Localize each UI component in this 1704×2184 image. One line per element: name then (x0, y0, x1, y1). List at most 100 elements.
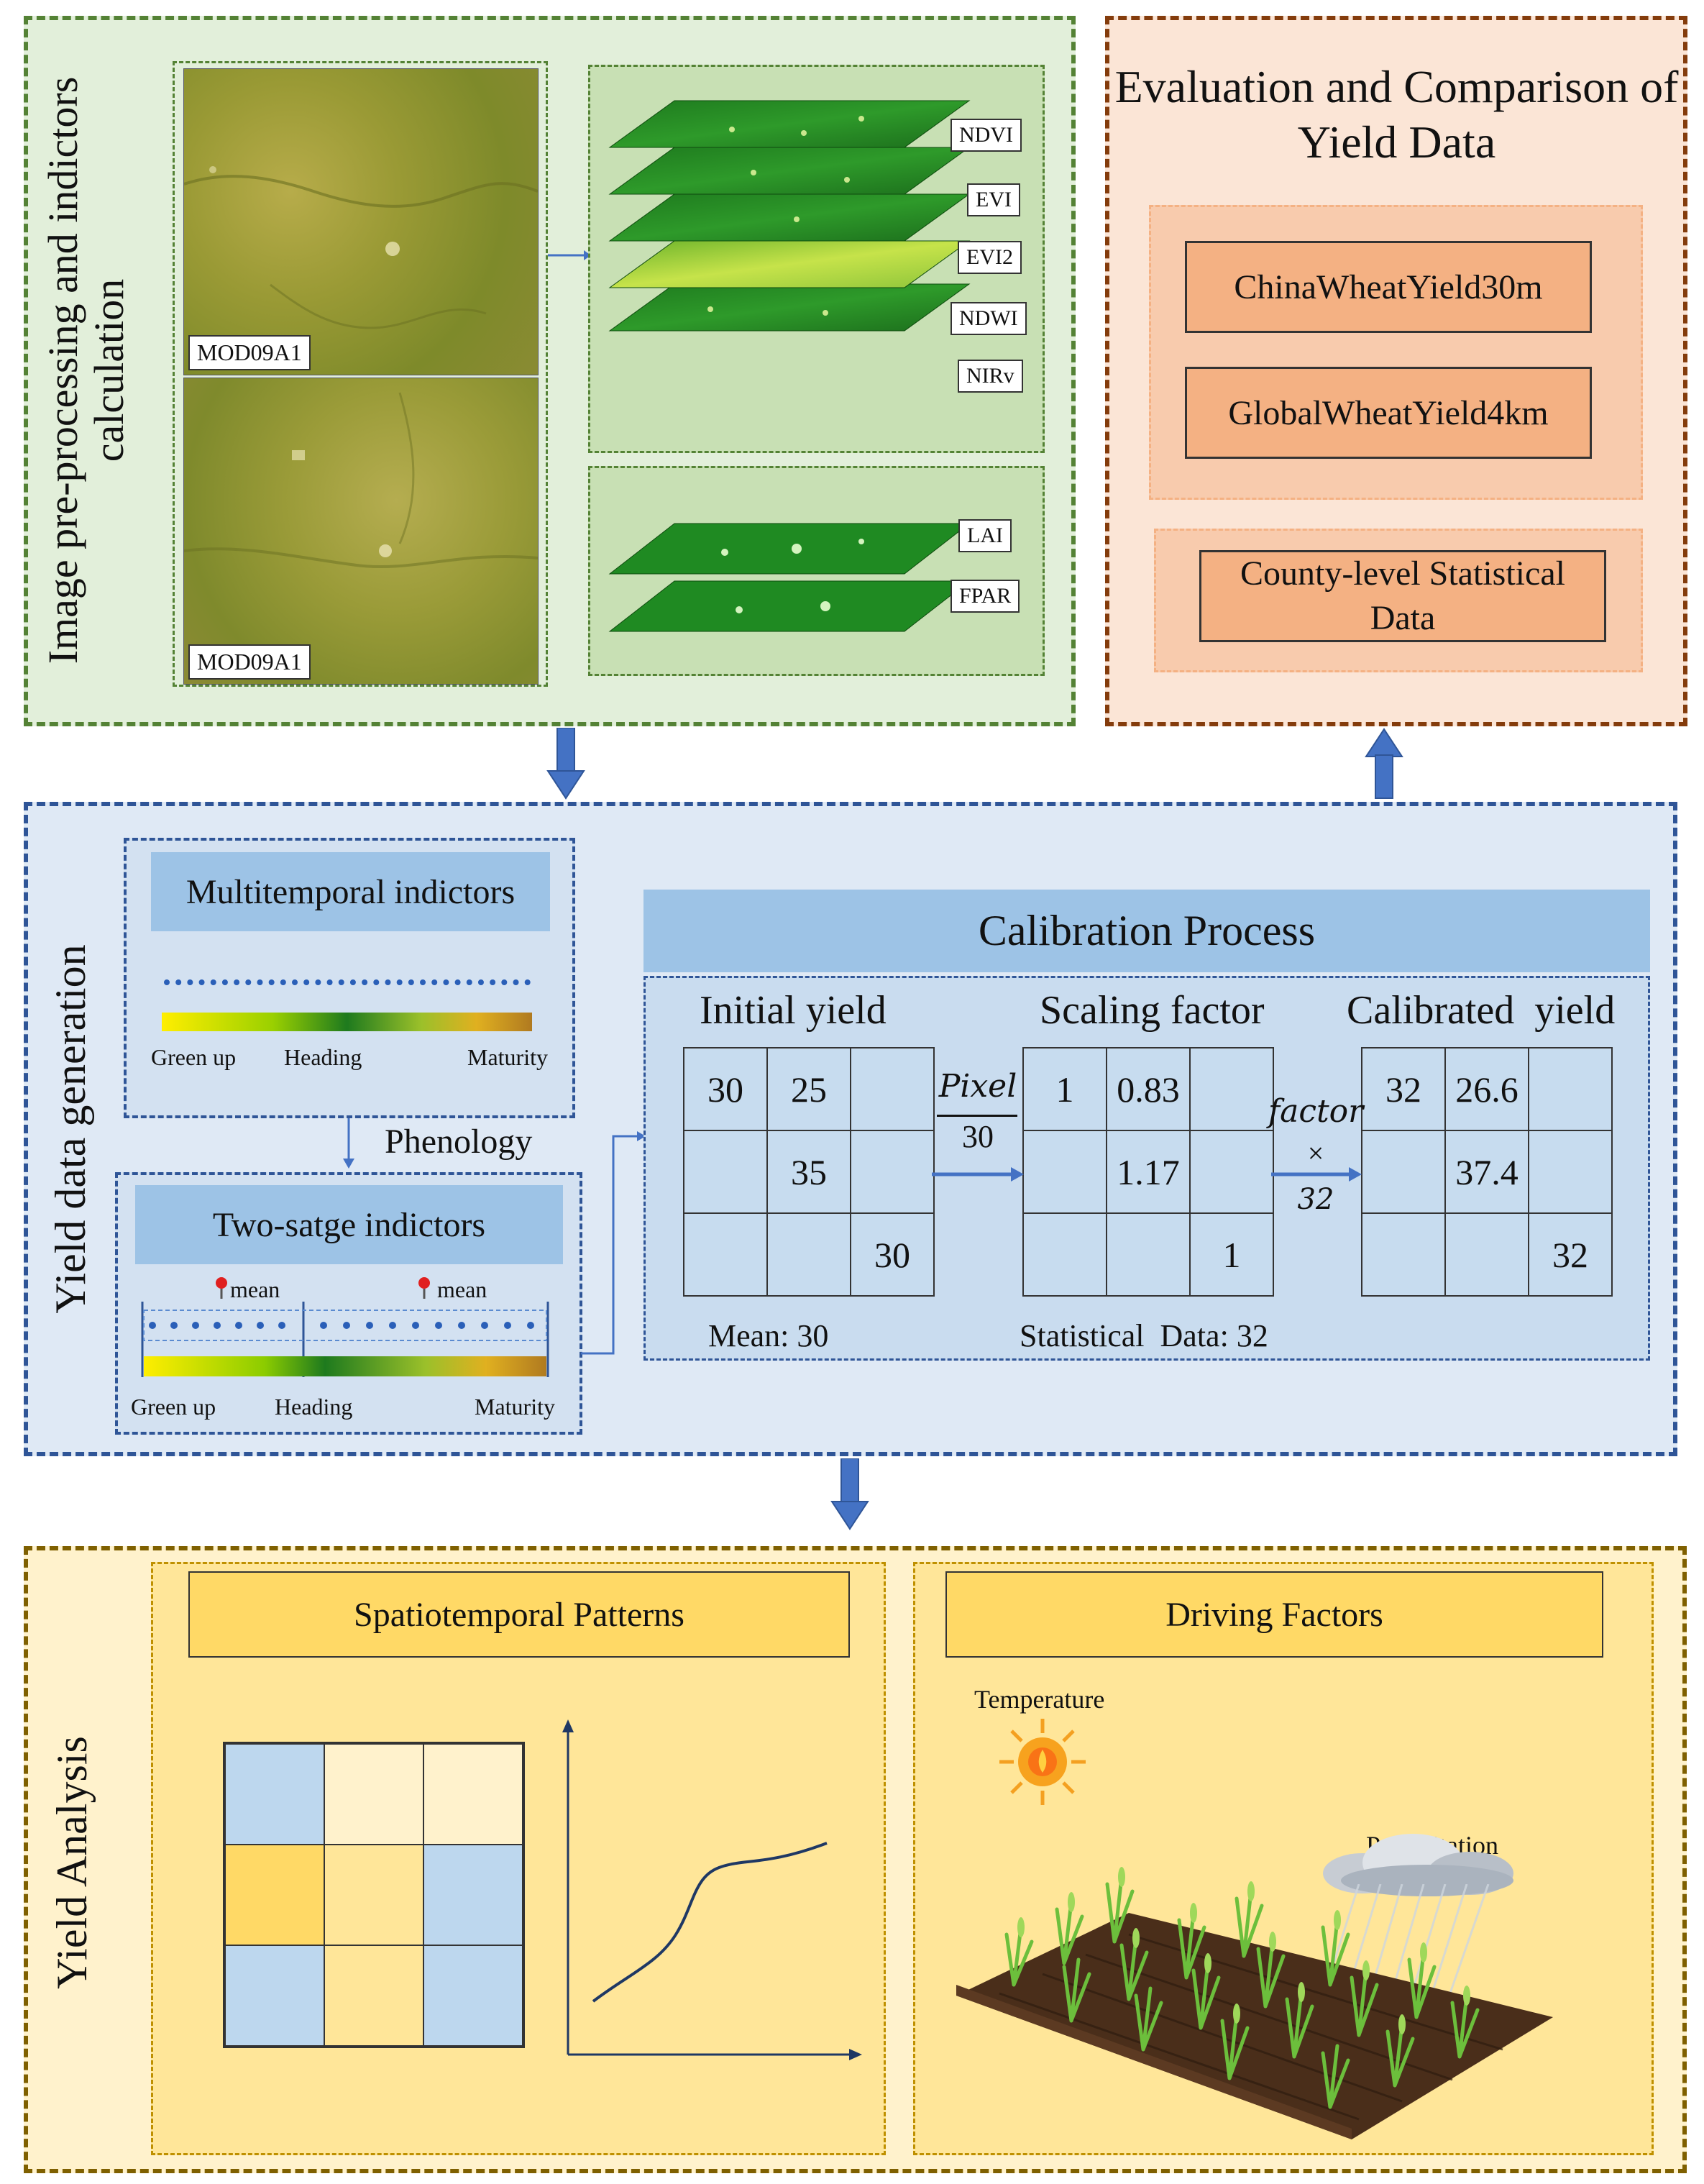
grid-cell: 30 (850, 1212, 935, 1297)
satellite-image-frame (173, 61, 548, 687)
grid-cell: 26.6 (1444, 1047, 1529, 1131)
fraction-denominator: 30 (962, 1119, 994, 1154)
grid-cell (1189, 1047, 1274, 1131)
image-to-layers-arrow (548, 250, 591, 260)
heatmap-cell (423, 1945, 523, 2046)
satellite-label-1: MOD09A1 (188, 335, 311, 370)
heatmap-cell (423, 1845, 523, 1945)
spatiotemporal-title: Spatiotemporal Patterns (188, 1571, 850, 1658)
layer-label-fpar: FPAR (951, 580, 1020, 613)
county-statistical-data: County-level Statistical Data (1199, 550, 1606, 642)
grid-cell: 25 (766, 1047, 851, 1131)
arrow-yield-to-analysis (830, 1458, 869, 1530)
satellite-image-2: MOD09A1 (183, 378, 539, 685)
layer-label-lai: LAI (958, 519, 1012, 552)
multitemporal-stage-heading: Heading (284, 1044, 362, 1070)
grid-cell (850, 1047, 935, 1131)
grid-cell (1528, 1130, 1613, 1214)
grid-cell: 32 (1361, 1047, 1446, 1131)
arrow-yield-to-eval (1365, 728, 1403, 799)
grid-cell (1444, 1212, 1529, 1297)
grid-cell: 1.17 (1106, 1130, 1191, 1214)
mean-label-1: mean (230, 1276, 280, 1302)
heatmap-cell (225, 1845, 324, 1945)
mean-label-2: mean (437, 1276, 487, 1302)
calibrated-yield-grid: 32 26.6 37.4 32 (1361, 1047, 1613, 1297)
grid-cell (1022, 1212, 1107, 1297)
two-stage-diagram (141, 1277, 549, 1377)
yield-analysis-title: Yield Analysis (48, 1736, 96, 1989)
product-layers-stack (608, 523, 971, 632)
yield-generation-title: Yield data generation (47, 944, 94, 1314)
layer-label-ndvi: NDVI (951, 119, 1022, 152)
index-layers-stack (608, 100, 971, 332)
mean-label: Mean: 30 (708, 1318, 829, 1353)
layer-lai (608, 523, 971, 575)
layer-label-nirv: NIRv (958, 360, 1023, 393)
layer-nirv (608, 283, 971, 332)
heatmap-cell (324, 1845, 423, 1945)
initial-to-scaling-arrow (932, 1167, 1024, 1182)
heatmap-cell (225, 1945, 324, 2046)
layer-evi2 (608, 193, 971, 242)
grid-cell (1361, 1212, 1446, 1297)
heatmap-cell (225, 1744, 324, 1845)
arrow-image-to-yield (546, 728, 585, 800)
multitemporal-gradient (162, 1013, 532, 1031)
initial-yield-grid: 30 25 35 30 (683, 1047, 935, 1297)
times-symbol: × (1307, 1137, 1324, 1169)
multitemporal-stage-maturity: Maturity (467, 1044, 548, 1070)
two-stage-to-calibration-connector (581, 1131, 646, 1355)
multitemporal-title: Multitemporal indictors (151, 852, 550, 931)
grid-cell (850, 1130, 935, 1214)
dataset-global-wheat: GlobalWheatYield4km (1185, 367, 1592, 459)
grid-cell (683, 1212, 768, 1297)
dataset-china-wheat: ChinaWheatYield30m (1185, 241, 1592, 333)
multitemporal-stage-greenup: Green up (151, 1044, 237, 1070)
image-preprocessing-title: Image pre-processing and indictors calcu… (40, 76, 132, 664)
calibrated-yield-title: Calibrated yield (1347, 988, 1616, 1033)
two-stage-stage-heading: Heading (275, 1394, 353, 1420)
scaling-factor-grid: 1 0.83 1.17 1 (1022, 1047, 1274, 1297)
pattern-heatmap (223, 1742, 525, 2048)
grid-cell (683, 1130, 768, 1214)
grid-cell (1022, 1130, 1107, 1214)
scaling-factor-title: Scaling factor (1040, 988, 1265, 1033)
grid-cell: 0.83 (1106, 1047, 1191, 1131)
layer-label-evi: EVI (967, 183, 1020, 216)
calibration-title: Calibration Process (643, 890, 1650, 972)
two-stage-title: Two-satge indictors (135, 1185, 563, 1264)
soil-plot (956, 1913, 1553, 2139)
cloud-icon (1323, 1834, 1513, 1896)
layer-label-evi2: EVI2 (958, 241, 1022, 274)
grid-cell (1361, 1130, 1446, 1214)
heatmap-cell (423, 1744, 523, 1845)
layer-label-ndwi: NDWI (951, 302, 1027, 335)
satellite-image-1: MOD09A1 (183, 68, 539, 375)
layer-evi (608, 147, 971, 195)
grid-cell: 35 (766, 1130, 851, 1214)
phenology-label: Phenology (385, 1123, 533, 1161)
grid-cell: 1 (1189, 1212, 1274, 1297)
phenology-arrow (343, 1118, 354, 1169)
grid-cell: 30 (683, 1047, 768, 1131)
two-stage-stage-greenup: Green up (131, 1394, 216, 1420)
evaluation-title: Evaluation and Comparison of Yield Data (1114, 61, 1679, 168)
mean-pin-1 (216, 1277, 227, 1299)
satellite-label-2: MOD09A1 (188, 644, 311, 680)
trend-line (592, 1842, 828, 2003)
grid-cell: 1 (1022, 1047, 1107, 1131)
two-stage-stage-maturity: Maturity (475, 1394, 555, 1420)
heatmap-cell (324, 1945, 423, 2046)
statistical-data-label: Statistical Data: 32 (1020, 1318, 1268, 1353)
grid-cell (1189, 1130, 1274, 1214)
two-stage-gradient (144, 1356, 546, 1376)
multitemporal-dots (164, 979, 531, 985)
trend-chart (562, 1719, 862, 2060)
mean-pin-2 (418, 1277, 430, 1299)
layer-ndwi (608, 240, 971, 288)
grid-cell (1528, 1047, 1613, 1131)
wheat-field-icon (956, 1867, 1553, 2139)
layer-fpar (608, 580, 971, 632)
layer-ndvi (608, 100, 971, 148)
